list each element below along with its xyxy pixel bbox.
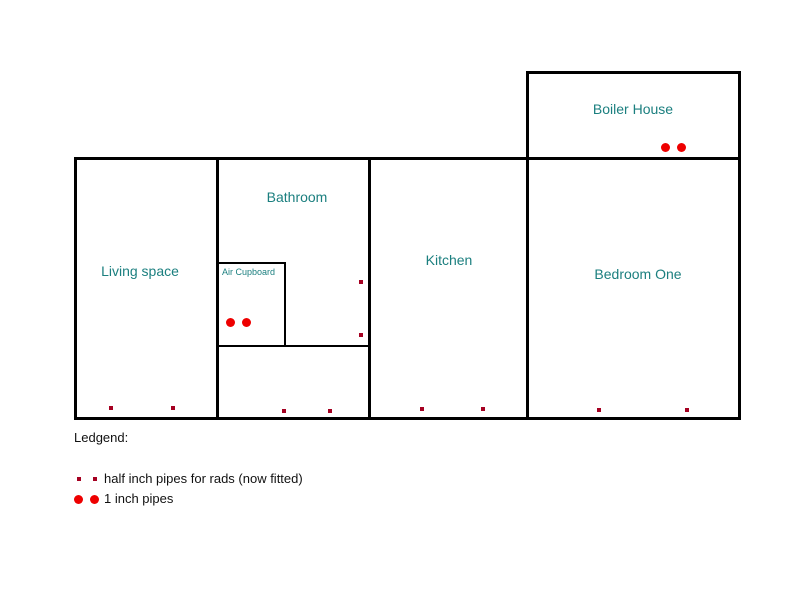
room-label-living-space: Living space [101, 263, 179, 279]
room-label-bedroom-one: Bedroom One [594, 266, 682, 282]
legend-label-one-inch: 1 inch pipes [104, 491, 174, 506]
room-label-boiler-house: Boiler House [592, 101, 674, 117]
wall-main-right [738, 157, 741, 420]
legend-swatch-half-inch [74, 470, 106, 488]
half-inch-pipe-marker [359, 280, 363, 284]
half-inch-pipe-marker [109, 406, 113, 410]
one-inch-pipe-marker [242, 318, 251, 327]
legend-entry-half-inch: half inch pipes for rads (now fitted) [74, 470, 494, 490]
wall-bathroom-kitchen-divider [368, 157, 371, 420]
wall-bathroom-lower-divider [216, 345, 371, 347]
half-inch-pipe-marker [282, 409, 286, 413]
one-inch-pipe-marker [74, 495, 83, 504]
legend-swatch-one-inch [74, 490, 106, 508]
half-inch-pipe-marker [93, 477, 97, 481]
wall-living-bathroom-divider [216, 157, 219, 420]
legend-title: Ledgend: [74, 430, 129, 445]
half-inch-pipe-marker [420, 407, 424, 411]
half-inch-pipe-marker [77, 477, 81, 481]
room-label-bathroom: Bathroom [266, 189, 328, 205]
room-label-kitchen: Kitchen [425, 252, 473, 268]
one-inch-pipe-marker [90, 495, 99, 504]
one-inch-pipe-marker [661, 143, 670, 152]
half-inch-pipe-marker [359, 333, 363, 337]
room-label-air-cupboard: Air Cupboard [222, 267, 276, 277]
half-inch-pipe-marker [597, 408, 601, 412]
one-inch-pipe-marker [677, 143, 686, 152]
wall-boiler-house-bottom [526, 157, 741, 160]
half-inch-pipe-marker [481, 407, 485, 411]
wall-air-cupboard-top [216, 262, 286, 264]
half-inch-pipe-marker [328, 409, 332, 413]
wall-kitchen-bedroom-divider [526, 157, 529, 420]
legend: Ledgend: half inch pipes for rads (now f… [74, 430, 494, 510]
legend-entries: half inch pipes for rads (now fitted) 1 … [74, 470, 494, 510]
half-inch-pipe-marker [171, 406, 175, 410]
wall-main-left [74, 157, 77, 420]
wall-boiler-house-top [526, 71, 741, 74]
half-inch-pipe-marker [685, 408, 689, 412]
wall-main-top [74, 157, 529, 160]
wall-air-cupboard-right [284, 262, 286, 347]
legend-entry-one-inch: 1 inch pipes [74, 490, 494, 510]
wall-main-bottom [74, 417, 741, 420]
one-inch-pipe-marker [226, 318, 235, 327]
wall-boiler-house-left [526, 71, 529, 160]
wall-boiler-house-right [738, 71, 741, 160]
legend-label-half-inch: half inch pipes for rads (now fitted) [104, 471, 303, 486]
